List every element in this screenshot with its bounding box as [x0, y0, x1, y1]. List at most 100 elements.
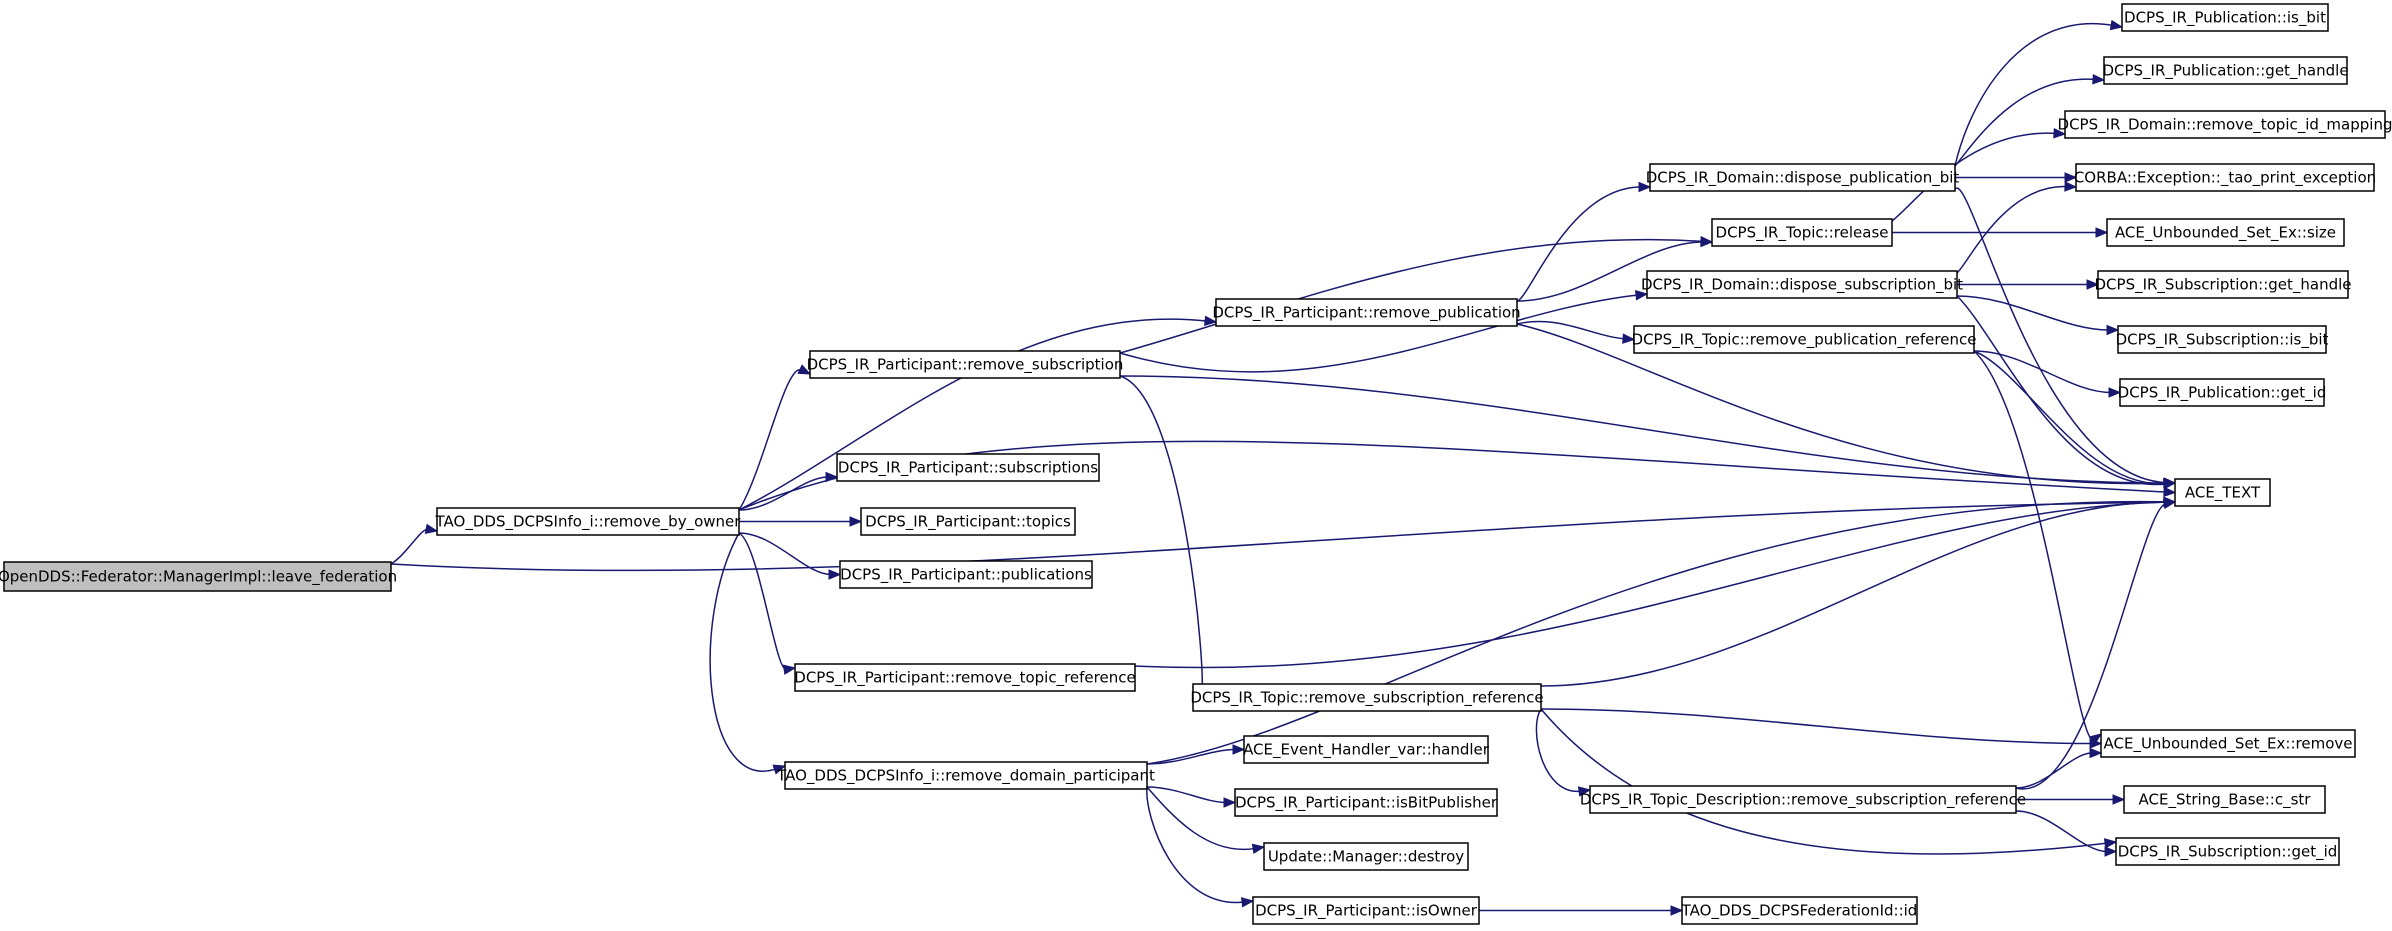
edge-line — [1516, 320, 1626, 340]
edge-line — [1540, 501, 2167, 687]
node-handler[interactable]: ACE_Event_Handler_var::handler — [1243, 735, 1490, 764]
edge-t-release-to-set-size — [1892, 227, 2109, 238]
edge-arrowhead — [2095, 227, 2109, 238]
node-box — [1263, 842, 1469, 871]
edge-arrowhead — [2103, 838, 2118, 849]
edge-p-remove-publication-to-d-dispose-publication-bit — [1516, 181, 1652, 302]
node-layer: OpenDDS::Federator::ManagerImpl::leave_f… — [0, 3, 2392, 925]
node-root[interactable]: OpenDDS::Federator::ManagerImpl::leave_f… — [0, 561, 397, 592]
edge-arrowhead — [2108, 387, 2122, 398]
edge-line — [1973, 350, 2167, 485]
node-label: DCPS_IR_Participant::remove_subscription — [807, 356, 1124, 375]
edge-line — [1516, 323, 2167, 485]
node-d-remove-topic-id-mapping[interactable]: DCPS_IR_Domain::remove_topic_id_mapping — [2058, 110, 2392, 139]
edge-remove-domain-participant-to-handler — [1146, 744, 1246, 765]
node-c-str[interactable]: ACE_String_Base::c_str — [2123, 785, 2326, 814]
node-pub-get-id[interactable]: DCPS_IR_Publication::get_id — [2118, 378, 2327, 407]
node-box — [2115, 837, 2340, 866]
node-label: DCPS_IR_Topic::release — [1716, 224, 1889, 243]
node-label: DCPS_IR_Participant::isBitPublisher — [1235, 794, 1498, 813]
node-label: DCPS_IR_Topic::remove_publication_refere… — [1632, 331, 1977, 350]
node-ace-text[interactable]: ACE_TEXT — [2174, 478, 2271, 507]
edge-line — [2015, 502, 2167, 790]
node-box — [1711, 218, 1893, 247]
node-box — [2097, 270, 2349, 299]
edge-arrowhead — [1634, 290, 1649, 301]
node-p-remove-topic-reference[interactable]: DCPS_IR_Participant::remove_topic_refere… — [794, 663, 1136, 692]
node-label: TAO_DDS_DCPSInfo_i::remove_domain_partic… — [776, 767, 1155, 786]
node-box — [860, 507, 1076, 536]
node-p-remove-subscription[interactable]: DCPS_IR_Participant::remove_subscription — [807, 350, 1124, 379]
edge-remove-by-owner-to-p-publications — [738, 532, 842, 580]
node-destroy[interactable]: Update::Manager::destroy — [1263, 842, 1469, 871]
edge-remove-by-owner-to-p-remove-publication — [738, 315, 1218, 511]
node-label: DCPS_IR_Participant::remove_topic_refere… — [794, 669, 1135, 688]
node-t-remove-publication-reference[interactable]: DCPS_IR_Topic::remove_publication_refere… — [1632, 325, 1977, 354]
edge-arrowhead — [2064, 181, 2078, 192]
node-box — [1192, 683, 1542, 712]
node-set-size[interactable]: ACE_Unbounded_Set_Ex::size — [2106, 218, 2345, 247]
node-box — [2103, 56, 2348, 85]
edge-arrowhead — [2106, 324, 2120, 336]
node-label: ACE_String_Base::c_str — [2139, 791, 2312, 810]
edge-arrowhead — [2163, 486, 2177, 498]
node-d-dispose-publication-bit[interactable]: DCPS_IR_Domain::dispose_publication_bit — [1646, 163, 1960, 192]
node-box — [839, 560, 1093, 589]
node-t-remove-subscription-reference[interactable]: DCPS_IR_Topic::remove_subscription_refer… — [1190, 683, 1544, 712]
edge-arrowhead — [1670, 905, 1684, 916]
node-label: DCPS_IR_Domain::dispose_publication_bit — [1646, 169, 1960, 188]
node-is-owner[interactable]: DCPS_IR_Participant::isOwner — [1252, 896, 1480, 925]
edge-line — [1973, 350, 2112, 394]
node-sub-get-id[interactable]: DCPS_IR_Subscription::get_id — [2115, 837, 2340, 866]
edge-line — [738, 476, 829, 511]
edge-remove-domain-participant-to-is-owner — [1146, 786, 1255, 908]
node-p-publications[interactable]: DCPS_IR_Participant::publications — [839, 560, 1093, 589]
node-set-remove[interactable]: ACE_Unbounded_Set_Ex::remove — [2100, 729, 2356, 758]
node-box — [2119, 378, 2325, 407]
edge-remove-by-owner-to-p-topics — [739, 516, 863, 527]
edge-remove-by-owner-to-p-remove-topic-reference — [738, 532, 797, 675]
edge-line — [738, 532, 787, 671]
node-label: OpenDDS::Federator::ManagerImpl::leave_f… — [0, 568, 397, 587]
node-label: ACE_Unbounded_Set_Ex::remove — [2104, 735, 2353, 754]
node-p-remove-publication[interactable]: DCPS_IR_Participant::remove_publication — [1212, 298, 1521, 327]
node-pub-get-handle[interactable]: DCPS_IR_Publication::get_handle — [2102, 56, 2349, 85]
node-box — [2075, 163, 2375, 192]
edge-arrowhead — [825, 471, 839, 483]
node-t-release[interactable]: DCPS_IR_Topic::release — [1711, 218, 1893, 247]
edge-arrowhead — [424, 523, 439, 535]
edge-line — [1956, 185, 2068, 274]
edge-line — [1134, 501, 2167, 669]
edge-t-remove-subscription-reference-to-td-remove-subscription-reference — [1535, 708, 1592, 797]
node-td-remove-subscription-reference[interactable]: DCPS_IR_Topic_Description::remove_subscr… — [1580, 785, 2026, 814]
node-box — [784, 761, 1148, 790]
edge-line — [1540, 708, 2108, 855]
edge-arrowhead — [2112, 794, 2126, 805]
edge-root-to-remove-by-owner — [390, 523, 439, 565]
edge-line — [1516, 186, 1642, 302]
node-box — [1633, 325, 1975, 354]
node-federation-id[interactable]: TAO_DDS_DCPSFederationId::id — [1681, 896, 1918, 925]
node-label: DCPS_IR_Subscription::is_bit — [2116, 331, 2329, 350]
node-label: TAO_DDS_DCPSInfo_i::remove_by_owner — [435, 513, 742, 532]
node-sub-is-bit[interactable]: DCPS_IR_Subscription::is_bit — [2116, 325, 2329, 354]
node-d-dispose-subscription-bit[interactable]: DCPS_IR_Domain::dispose_subscription_bit — [1641, 270, 1963, 299]
edge-arrowhead — [2064, 172, 2078, 183]
node-p-subscriptions[interactable]: DCPS_IR_Participant::subscriptions — [836, 453, 1100, 482]
edge-arrowhead — [797, 364, 812, 375]
node-pub-is-bit[interactable]: DCPS_IR_Publication::is_bit — [2121, 3, 2329, 32]
node-box — [1681, 896, 1918, 925]
node-box — [1646, 270, 1958, 299]
edge-arrowhead — [2053, 128, 2067, 139]
node-box — [1243, 735, 1489, 764]
node-remove-by-owner[interactable]: TAO_DDS_DCPSInfo_i::remove_by_owner — [435, 507, 742, 536]
node-remove-domain-participant[interactable]: TAO_DDS_DCPSInfo_i::remove_domain_partic… — [776, 761, 1155, 790]
edge-d-dispose-subscription-bit-to-sub-get-handle — [1957, 279, 2100, 290]
node-sub-get-handle[interactable]: DCPS_IR_Subscription::get_handle — [2095, 270, 2352, 299]
node-label: DCPS_IR_Participant::publications — [840, 566, 1092, 585]
node-is-bit-publisher[interactable]: DCPS_IR_Participant::isBitPublisher — [1234, 788, 1498, 817]
node-corba-exception[interactable]: CORBA::Exception::_tao_print_exception — [2074, 163, 2376, 192]
node-box — [3, 561, 392, 592]
edge-line — [738, 369, 803, 511]
node-p-topics[interactable]: DCPS_IR_Participant::topics — [860, 507, 1076, 536]
